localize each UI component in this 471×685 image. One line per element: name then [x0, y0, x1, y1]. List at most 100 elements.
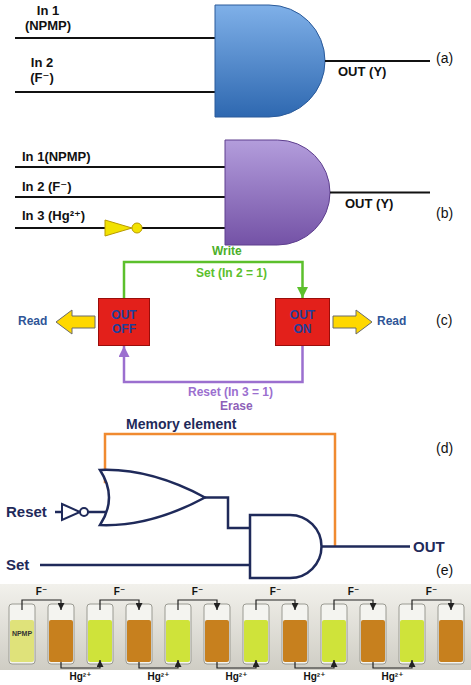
vial-liquid	[49, 620, 73, 662]
reagent-label: Hg²⁺	[148, 671, 170, 683]
not-bubble	[132, 223, 142, 233]
reagent-label: F⁻	[36, 586, 47, 598]
reagent-label: Hg²⁺	[382, 671, 404, 683]
panel-letter: (c)	[436, 312, 452, 328]
circuit-title: Memory element	[126, 416, 236, 432]
signal-name: Reset	[6, 503, 47, 520]
addition-bracket	[373, 660, 412, 668]
vial	[321, 604, 347, 664]
vial	[9, 604, 35, 664]
and-gate	[225, 140, 330, 245]
reagent-label: F⁻	[348, 586, 359, 598]
state-transition-arrow	[124, 262, 303, 298]
vial-liquid	[400, 620, 424, 662]
vial-photo	[0, 584, 471, 670]
state-transition-arrow	[124, 346, 303, 382]
reagent-label: F⁻	[114, 586, 125, 598]
addition-bracket	[217, 660, 256, 668]
input-label: In 2 (F⁻)	[22, 180, 71, 195]
output-wire	[325, 60, 430, 62]
vial	[282, 604, 308, 664]
addition-bracket	[22, 600, 61, 610]
addition-bracket	[139, 660, 178, 668]
addition-bracket	[412, 600, 451, 610]
vial	[126, 604, 152, 664]
read-arrow	[56, 310, 95, 334]
input-label: In 2 (F⁻)	[22, 56, 62, 86]
vial	[360, 604, 386, 664]
and-gate-b	[15, 140, 430, 245]
reagent-label: F⁻	[426, 586, 437, 598]
vial-liquid	[244, 620, 268, 662]
vial	[48, 604, 74, 664]
input-label: In 1(NPMP)	[22, 150, 91, 165]
write-label: Write	[212, 245, 242, 259]
vial-liquid	[127, 620, 151, 662]
photo-background	[0, 584, 471, 670]
output-wire	[322, 545, 411, 548]
memory-circuit	[40, 434, 410, 578]
reset-wire	[55, 511, 62, 514]
state-text: OUT ON	[284, 308, 321, 337]
output-label: OUT (Y)	[338, 65, 386, 80]
and-gate	[250, 515, 322, 578]
read-label: Read	[18, 315, 47, 329]
addition-bracket	[295, 660, 334, 668]
signal-name: Set	[6, 556, 29, 573]
vial-liquid	[205, 620, 229, 662]
reagent-label: Hg²⁺	[226, 671, 248, 683]
state-box: OUT ON	[275, 298, 330, 346]
input-label: In 3 (Hg²⁺)	[22, 209, 85, 224]
input-wire	[15, 166, 225, 168]
vial-liquid	[88, 620, 112, 662]
input-wire	[15, 227, 105, 229]
reagent-label: Hg²⁺	[304, 671, 326, 683]
panel-letter: (a)	[436, 50, 453, 66]
or-output-wire	[205, 498, 250, 529]
input-label: In 1 (NPMP)	[22, 4, 74, 34]
state-text: OUT OFF	[107, 308, 141, 337]
vial	[399, 604, 425, 664]
panel-letter: (e)	[436, 562, 453, 578]
reagent-label: Hg²⁺	[70, 671, 92, 683]
output-label: OUT (Y)	[345, 197, 393, 212]
vial	[165, 604, 191, 664]
transition-label: Reset (In 3 = 1)	[188, 386, 273, 400]
vial	[87, 604, 113, 664]
transition-label: Set (In 2 = 1)	[196, 267, 267, 281]
addition-bracket	[334, 600, 373, 610]
addition-bracket	[256, 600, 295, 610]
vial-liquid	[10, 620, 34, 662]
vial-liquid	[322, 620, 346, 662]
read-label: Read	[377, 315, 406, 329]
vial-liquid	[361, 620, 385, 662]
erase-label: Erase	[220, 400, 253, 414]
read-arrow	[333, 310, 372, 334]
panel-letter: (d)	[436, 440, 453, 456]
and-gate-a	[15, 5, 430, 117]
vial-label: NPMP	[12, 630, 32, 638]
reagent-label: F⁻	[270, 586, 281, 598]
input-wire	[142, 227, 225, 229]
not-gate	[105, 220, 132, 236]
state-box: OUT OFF	[98, 298, 150, 346]
output-wire	[330, 192, 430, 194]
not-gate	[62, 504, 80, 520]
and-gate	[215, 5, 325, 117]
or-gate	[100, 470, 205, 525]
reagent-label: F⁻	[192, 586, 203, 598]
input-wire	[15, 37, 215, 39]
vial-liquid	[439, 620, 463, 662]
vial	[438, 604, 464, 664]
addition-bracket	[178, 600, 217, 610]
set-wire	[40, 564, 250, 567]
addition-bracket	[100, 600, 139, 610]
panel-letter: (b)	[436, 205, 453, 221]
vial-liquid	[166, 620, 190, 662]
addition-bracket	[61, 660, 100, 668]
vial-liquid	[283, 620, 307, 662]
input-wire	[15, 91, 215, 93]
